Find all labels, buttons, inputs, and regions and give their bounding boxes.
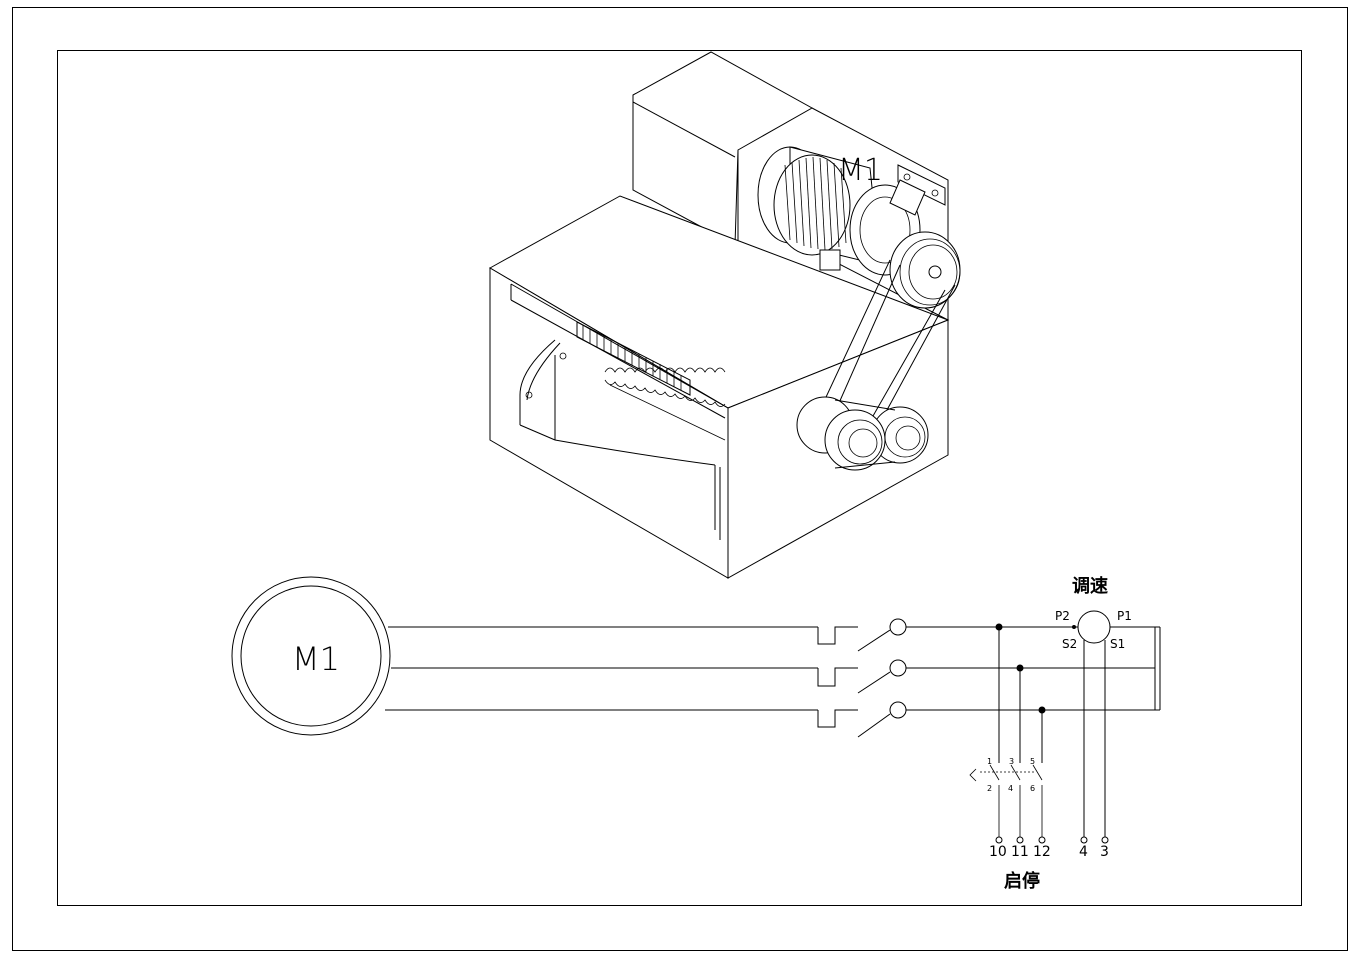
machine-illustration: M1 [488,51,961,579]
contact-3: 3 [1009,757,1014,766]
terminal-label: 11 [1011,844,1029,860]
pot-label-p1: P1 [1117,609,1132,623]
terminal-label: 10 [989,844,1007,860]
terminal-label: 4 [1079,844,1088,860]
speed-control-title: 调速 [1072,575,1108,597]
machine-motor-label: M1 [838,153,883,188]
driven-pulleys [796,396,929,471]
pot-label-s1: S1 [1110,637,1125,651]
contact-6: 6 [1030,784,1035,793]
contact-4: 4 [1008,784,1013,793]
contact-2: 2 [987,784,992,793]
speed-potentiometer: P2 P1 S2 S1 [1055,609,1132,837]
wiring-schematic: M1 [231,575,1161,892]
schematic-motor-inner [240,585,382,727]
schematic-motor-outer [231,576,391,736]
outer-frame [12,7,1348,951]
start-stop-switch: 1 2 3 4 5 6 [969,757,1043,837]
contact-1: 1 [987,757,992,766]
pot-label-p2: P2 [1055,609,1070,623]
pot-label-s2: S2 [1062,637,1077,651]
terminal-label: 12 [1033,844,1051,860]
schematic-motor-label: M1 [292,640,340,678]
blade-roller [576,321,726,441]
contact-5: 5 [1030,757,1035,766]
terminals: 10 11 12 4 3 [989,836,1109,860]
relay-contacts [817,618,907,738]
inner-frame [57,50,1302,906]
motor-m1 [757,146,961,309]
terminal-label: 3 [1100,844,1109,860]
start-stop-title: 启停 [1004,870,1040,892]
